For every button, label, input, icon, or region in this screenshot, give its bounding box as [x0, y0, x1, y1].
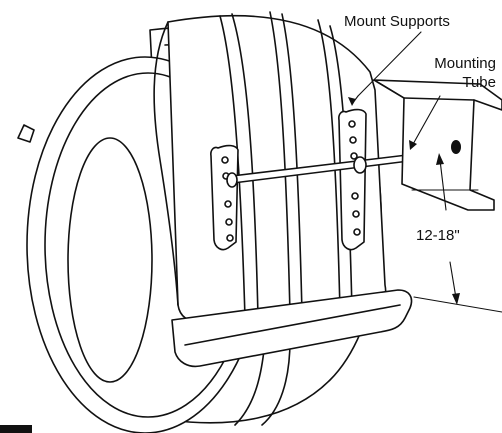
arrowhead [409, 140, 417, 150]
bolt-hole [226, 234, 234, 242]
leader-line-mount-supports [357, 31, 422, 97]
tire-clip [17, 124, 35, 143]
bolt-hole [348, 120, 356, 128]
tread-line [261, 339, 291, 426]
fender-rib [219, 15, 246, 319]
fender-rib [231, 13, 259, 318]
mount-support-right [338, 108, 367, 251]
bolt-hole [224, 200, 232, 208]
corner-block [0, 425, 32, 433]
bracket-plate [338, 108, 367, 251]
dimension-line-top [439, 159, 447, 211]
fender [153, 11, 413, 368]
frame-mount-hole [451, 140, 461, 154]
c-channel [373, 79, 502, 211]
frame-rail [373, 79, 502, 211]
dimension-bottom-extension [413, 296, 502, 313]
label-distance: 12-18" [416, 227, 460, 244]
c-channel-edge [403, 97, 475, 101]
mount-support-left [210, 144, 239, 251]
bolt-hole [352, 210, 360, 218]
bolt-hole [349, 136, 357, 144]
arrowhead [436, 153, 444, 165]
fender-rib [281, 13, 303, 314]
tube-clamp [353, 156, 367, 174]
bolt-hole [221, 156, 229, 164]
fender-lip-edge [184, 304, 401, 346]
label-mounting-line2: Tube [462, 74, 496, 91]
bolt-hole [350, 152, 358, 160]
c-channel-edge [373, 79, 405, 99]
label-mount-supports: Mount Supports [344, 13, 450, 30]
fender-rib [317, 19, 341, 312]
bolt-hole [225, 218, 233, 226]
arrowhead [452, 293, 460, 305]
annotations [348, 31, 502, 313]
fender-rib [269, 11, 291, 315]
label-mounting-line1: Mounting [434, 55, 496, 72]
arrowhead [348, 97, 356, 106]
fender-left-edge [153, 21, 179, 306]
tube-end-cap [226, 172, 238, 188]
fender-bottom-lip [171, 289, 413, 368]
leader-line-mounting-tube [411, 95, 441, 147]
dimension-line-bottom [449, 261, 457, 299]
bracket-plate [210, 144, 239, 251]
bolt-hole [353, 228, 361, 236]
bolt-hole [351, 192, 359, 200]
wheel-hub [67, 137, 153, 383]
